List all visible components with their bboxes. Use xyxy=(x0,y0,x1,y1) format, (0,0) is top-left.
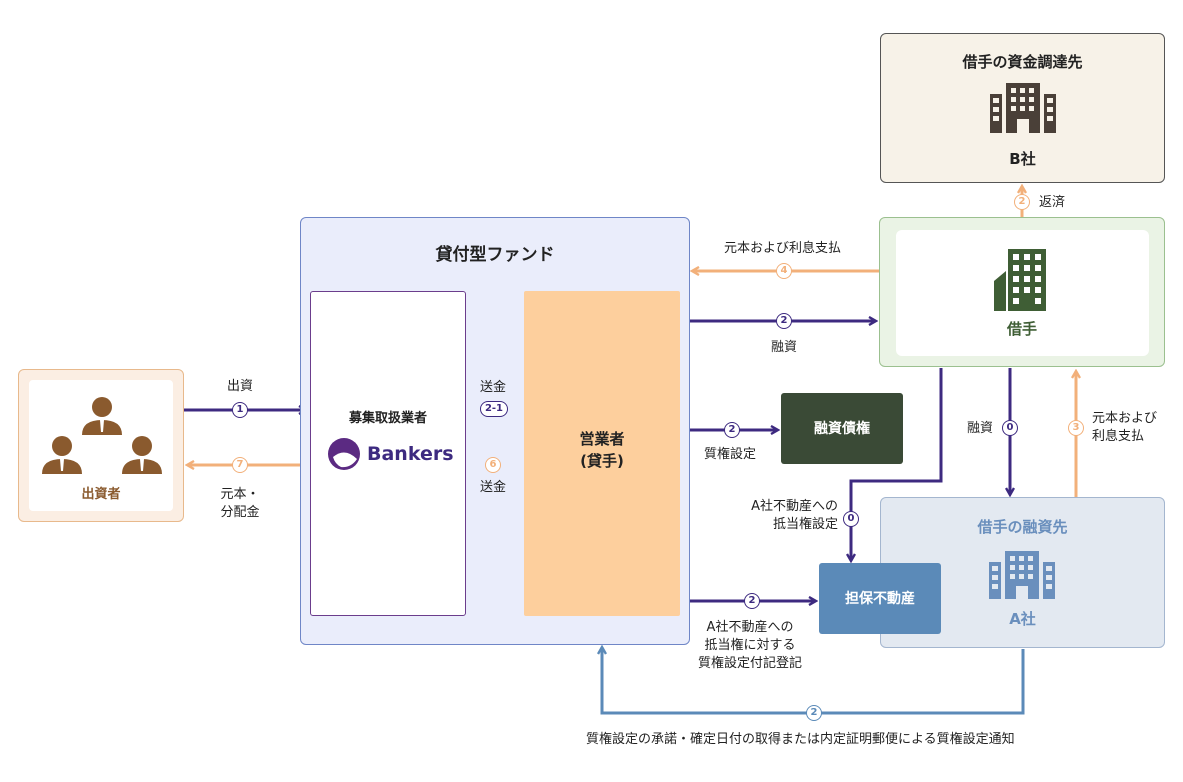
lender-box: 営業者 (貸手) xyxy=(524,291,680,616)
loan-label: 融資 xyxy=(771,340,798,355)
investors-box: 出資者 xyxy=(18,369,184,522)
borrower-box: 借手 xyxy=(879,217,1165,367)
step-badge-notice: 2 xyxy=(806,705,822,721)
building-a-icon xyxy=(989,551,1055,599)
building-borrower-icon xyxy=(994,249,1046,311)
investors-people-icon xyxy=(42,397,162,474)
funding-source-company: B社 xyxy=(1009,150,1036,168)
mortgage-label-line1: A社不動産への xyxy=(751,499,838,514)
repay-to-borrower-label-line1: 元本および xyxy=(1092,411,1158,426)
step-badge-repay-b: 2 xyxy=(1014,194,1030,210)
remit-in-label: 送金 xyxy=(480,380,507,395)
funding-source-box: 借手の資金調達先 B社 xyxy=(880,33,1165,183)
repay-to-borrower-label-line2: 利息支払 xyxy=(1092,429,1145,444)
collateral-box: 担保不動産 xyxy=(819,563,941,634)
claim-box: 融資債権 xyxy=(781,393,903,464)
step-badge-borrower-loan: 0 xyxy=(1002,420,1018,436)
agent-box: 募集取扱業者 Bankers xyxy=(310,291,466,616)
agent-brand: Bankers xyxy=(367,443,454,465)
repay-to-fund-label: 元本および利息支払 xyxy=(724,241,842,256)
investment-label: 出資 xyxy=(227,379,254,394)
step-badge-remit-out: 6 xyxy=(485,457,501,473)
dividend-label-line2: 分配金 xyxy=(220,505,260,520)
fund-title: 貸付型ファンド xyxy=(435,245,555,265)
funding-source-title: 借手の資金調達先 xyxy=(962,53,1083,71)
step-badge-repay-to-fund: 4 xyxy=(776,263,792,279)
dividend-label-line1: 元本・ xyxy=(220,487,260,502)
lender-line1: 営業者 xyxy=(579,430,625,448)
step-badge-dividend: 7 xyxy=(232,457,248,473)
collateral-label: 担保不動産 xyxy=(845,591,915,607)
step-badge-repay-to-borrower: 3 xyxy=(1068,420,1084,436)
borrower-investee-company: A社 xyxy=(1009,610,1036,628)
step-badge-mortgage: 0 xyxy=(843,511,859,527)
step-badge-investment: 1 xyxy=(232,402,248,418)
pledge-register-line3: 質権設定付記登記 xyxy=(697,656,802,671)
remit-out-label: 送金 xyxy=(480,480,507,495)
building-b-icon xyxy=(990,83,1056,133)
step-badge-loan: 2 xyxy=(776,313,792,329)
pledge-label: 質権設定 xyxy=(704,447,757,462)
borrower-loan-label: 融資 xyxy=(967,421,994,436)
borrower-label: 借手 xyxy=(1006,320,1037,338)
bankers-logo-icon xyxy=(328,438,360,470)
claim-label: 融資債権 xyxy=(814,421,870,437)
borrower-investee-title: 借手の融資先 xyxy=(977,518,1068,536)
lender-line2: (貸手) xyxy=(580,452,624,470)
pledge-register-line2: 抵当権に対する xyxy=(704,638,796,653)
agent-title: 募集取扱業者 xyxy=(348,411,427,426)
mortgage-label-line2: 抵当権設定 xyxy=(772,517,838,532)
notice-arrow xyxy=(602,647,1025,715)
repay-b-label: 返済 xyxy=(1039,195,1066,210)
step-badge-remit-in: 2-1 xyxy=(480,401,508,417)
pledge-register-line1: A社不動産への xyxy=(706,620,794,635)
investors-label: 出資者 xyxy=(81,487,121,502)
step-badge-pledge-register: 2 xyxy=(744,593,760,609)
step-badge-pledge: 2 xyxy=(724,422,740,438)
notice-label: 質権設定の承諾・確定日付の取得または内定証明郵便による質権設定通知 xyxy=(586,732,1015,747)
